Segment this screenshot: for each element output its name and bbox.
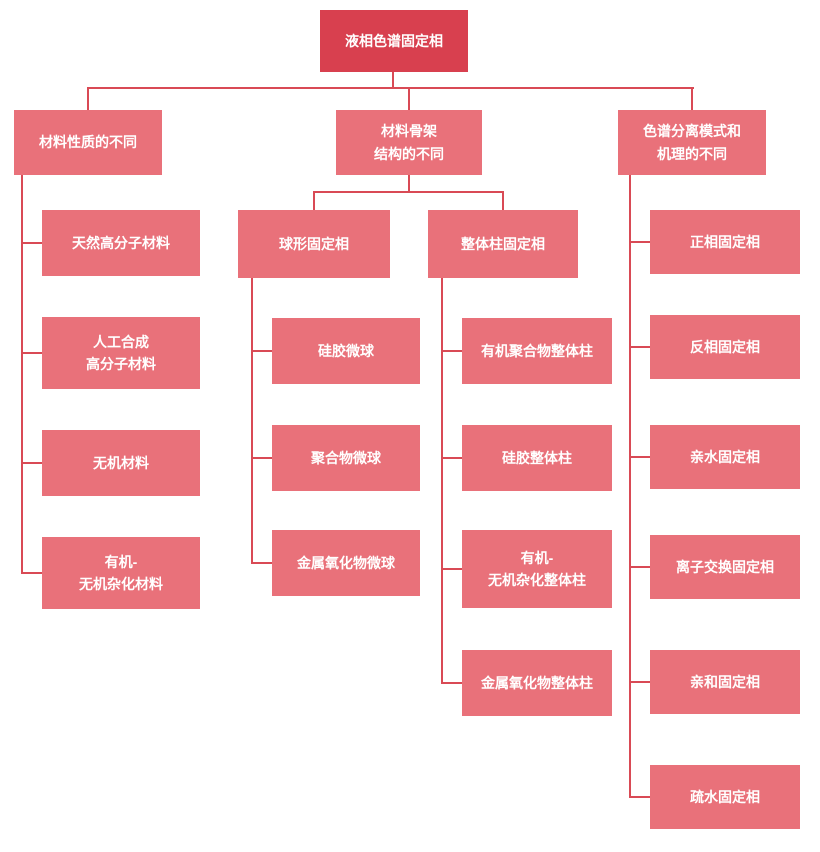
node-label: 硅胶整体柱: [502, 449, 572, 466]
node-monolith-phase: 整体柱固定相: [428, 210, 578, 278]
connector-line: [251, 278, 253, 564]
node-label: 金属氧化物微球: [297, 554, 395, 571]
node-root: 液相色谱固定相: [320, 10, 468, 72]
node-label: 疏水固定相: [690, 788, 760, 805]
connector-line: [441, 682, 463, 684]
connector-line: [251, 350, 273, 352]
node-label: 材料骨架 结构的不同: [374, 123, 444, 162]
node-inorganic-material: 无机材料: [42, 430, 200, 496]
node-label: 亲水固定相: [690, 448, 760, 465]
connector-line: [441, 350, 463, 352]
connector-line: [87, 87, 694, 89]
connector-line: [21, 175, 23, 574]
connector-line: [441, 457, 463, 459]
node-normal-phase: 正相固定相: [650, 210, 800, 274]
node-organic-polymer-monolith: 有机聚合物整体柱: [462, 318, 612, 384]
node-metal-oxide-monolith: 金属氧化物整体柱: [462, 650, 612, 716]
node-label: 亲和固定相: [690, 673, 760, 690]
connector-line: [629, 456, 651, 458]
node-label: 球形固定相: [279, 235, 349, 252]
node-label: 硅胶微球: [318, 342, 374, 359]
connector-line: [629, 566, 651, 568]
node-organic-inorganic-hybrid-monolith: 有机- 无机杂化整体柱: [462, 530, 612, 608]
connector-line: [251, 562, 273, 564]
node-hydrophilic-phase: 亲水固定相: [650, 425, 800, 489]
connector-line: [21, 352, 43, 354]
connector-line: [313, 191, 504, 193]
node-label: 有机- 无机杂化整体柱: [488, 549, 586, 588]
node-ion-exchange-phase: 离子交换固定相: [650, 535, 800, 599]
node-label: 正相固定相: [690, 233, 760, 250]
node-label: 材料性质的不同: [39, 134, 137, 151]
connector-line: [21, 462, 43, 464]
connector-line: [251, 457, 273, 459]
connector-line: [21, 242, 43, 244]
node-label: 金属氧化物整体柱: [481, 674, 593, 691]
node-metal-oxide-microsphere: 金属氧化物微球: [272, 530, 420, 596]
connector-line: [629, 175, 631, 798]
node-reversed-phase: 反相固定相: [650, 315, 800, 379]
node-separation-mode: 色谱分离模式和 机理的不同: [618, 110, 766, 175]
node-material-framework: 材料骨架 结构的不同: [336, 110, 482, 175]
node-natural-polymer: 天然高分子材料: [42, 210, 200, 276]
connector-line: [502, 192, 504, 210]
node-label: 天然高分子材料: [72, 234, 170, 251]
node-label: 整体柱固定相: [461, 235, 545, 252]
connector-line: [313, 192, 315, 210]
node-organic-inorganic-hybrid: 有机- 无机杂化材料: [42, 537, 200, 609]
node-synthetic-polymer: 人工合成 高分子材料: [42, 317, 200, 389]
connector-line: [629, 346, 651, 348]
node-label: 人工合成 高分子材料: [86, 333, 156, 372]
node-label: 聚合物微球: [311, 449, 381, 466]
node-root-label: 液相色谱固定相: [345, 32, 443, 49]
node-label: 无机材料: [93, 454, 149, 471]
connector-line: [629, 796, 651, 798]
node-label: 反相固定相: [690, 338, 760, 355]
node-silica-microsphere: 硅胶微球: [272, 318, 420, 384]
connector-line: [629, 681, 651, 683]
node-affinity-phase: 亲和固定相: [650, 650, 800, 714]
node-material-nature: 材料性质的不同: [14, 110, 162, 175]
connector-line: [441, 568, 463, 570]
connector-line: [392, 72, 394, 88]
node-label: 离子交换固定相: [676, 558, 774, 575]
node-label: 有机聚合物整体柱: [481, 342, 593, 359]
node-silica-monolith: 硅胶整体柱: [462, 425, 612, 491]
node-polymer-microsphere: 聚合物微球: [272, 425, 420, 491]
connector-line: [408, 88, 410, 110]
connector-line: [408, 175, 410, 192]
connector-line: [87, 88, 89, 110]
connector-line: [21, 572, 43, 574]
node-spherical-phase: 球形固定相: [238, 210, 390, 278]
connector-line: [441, 278, 443, 684]
node-label: 色谱分离模式和 机理的不同: [643, 123, 741, 162]
connector-line: [629, 241, 651, 243]
connector-line: [691, 88, 693, 110]
node-label: 有机- 无机杂化材料: [79, 553, 163, 592]
node-hydrophobic-phase: 疏水固定相: [650, 765, 800, 829]
